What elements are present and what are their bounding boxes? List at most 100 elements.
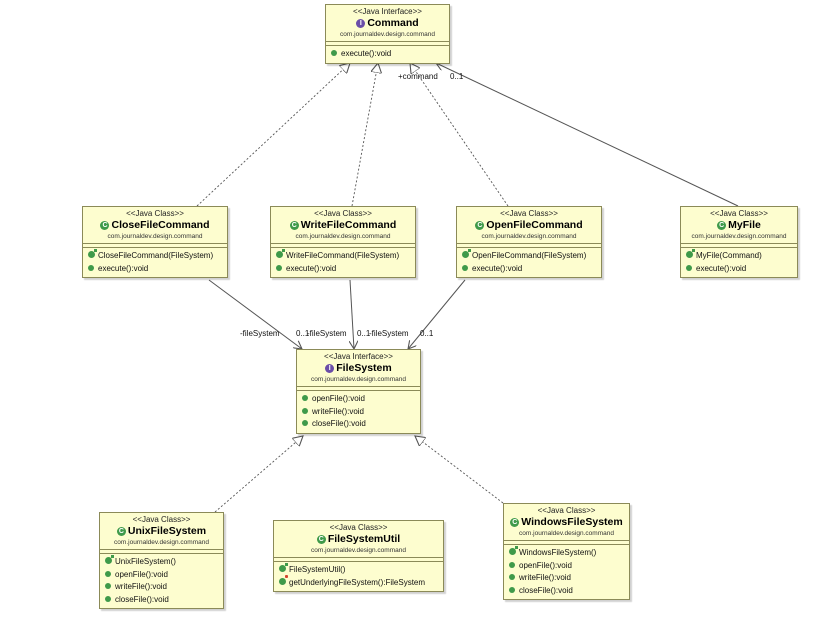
constructor-icon [462,249,471,258]
constructor-item: UnixFileSystem() [100,555,223,569]
public-method-icon [686,264,692,271]
package-label: com.journaldev.design.command [311,547,406,554]
realization-windows-to-filesystem [415,436,504,504]
operations-compartment: execute():void [326,46,449,63]
constructor-icon [276,249,285,258]
stereotype-label: <<Java Interface>> [324,352,393,361]
operations-compartment: WindowsFileSystem() openFile():void writ… [504,545,629,599]
class-name: MyFile [728,219,761,231]
constructor-item: FileSystemUtil() [274,563,443,577]
open-multiplicity-label: 0..1 [420,329,434,338]
interface-icon: I [325,364,335,373]
operation-item: closeFile():void [504,585,629,598]
class-icon: C [116,527,126,536]
class-name: FileSystemUtil [327,533,401,545]
public-method-icon [509,574,515,580]
package-label: com.journaldev.design.command [519,530,614,537]
static-method-icon [279,574,288,585]
association-myfile-to-command [436,63,739,207]
public-method-icon [276,264,282,271]
constructor-icon [509,546,518,555]
close-multiplicity-label: 0..1 [296,329,310,338]
attributes-compartment [457,244,601,248]
class-name: WriteFileCommand [300,219,397,231]
constructor-item: MyFile(Command) [681,249,797,263]
class-icon: C [289,221,299,230]
operation-item: execute():void [271,263,415,276]
stereotype-label: <<Java Class>> [126,209,184,218]
class-icon: C [100,221,110,230]
public-method-icon [462,264,468,271]
class-name: CloseFileCommand [111,219,210,231]
command-role-label: +command [398,72,438,81]
stereotype-label: <<Java Class>> [314,209,372,218]
class-name: FileSystem [336,362,392,374]
write-multiplicity-label: 0..1 [357,329,371,338]
class-icon: C [316,535,326,544]
operations-compartment: CloseFileCommand(FileSystem) execute():v… [83,248,227,277]
operation-item: closeFile():void [100,594,223,607]
package-label: com.journaldev.design.command [481,233,577,240]
operation-item: openFile():void [504,560,629,573]
realization-open-to-command [410,63,509,207]
class-icon: C [717,221,727,230]
attributes-compartment [271,244,415,248]
attributes-compartment [100,550,223,554]
attributes-compartment [297,387,420,391]
public-method-icon [88,264,94,271]
public-method-icon [302,395,308,401]
class-icon: C [510,518,520,527]
interface-icon: I [356,19,366,28]
package-label: com.journaldev.design.command [340,31,435,38]
realization-unix-to-filesystem [214,436,303,513]
operation-item: openFile():void [297,393,420,406]
operation-item: writeFile():void [297,406,420,419]
public-method-icon [105,595,111,602]
attributes-compartment [326,42,449,46]
realization-close-to-command [196,63,350,207]
association-write-to-filesystem [350,279,354,349]
stereotype-label: <<Java Class>> [500,209,558,218]
operations-compartment: FileSystemUtil() getUnderlyingFileSystem… [274,562,443,591]
static-operation-item: getUnderlyingFileSystem():FileSystem [274,574,443,590]
operations-compartment: WriteFileCommand(FileSystem) execute():v… [271,248,415,277]
operations-compartment: MyFile(Command) execute():void [681,248,797,277]
stereotype-label: <<Java Class>> [329,523,388,532]
public-method-icon [105,570,111,577]
public-method-icon [331,50,337,56]
operation-item: writeFile():void [100,581,223,594]
realization-write-to-command [351,63,378,207]
constructor-icon [88,249,97,258]
constructor-item: OpenFileCommand(FileSystem) [457,249,601,263]
stereotype-label: <<Java Class>> [537,506,596,515]
command-multiplicity-label: 0..1 [450,72,464,81]
package-label: com.journaldev.design.command [107,233,203,240]
association-open-to-filesystem [408,279,466,349]
public-method-icon [509,561,515,568]
class-name: WindowsFileSystem [521,516,623,528]
stereotype-label: <<Java Class>> [710,209,768,218]
association-close-to-filesystem [208,279,302,349]
attributes-compartment [681,244,797,248]
package-label: com.journaldev.design.command [691,233,787,240]
operation-item: writeFile():void [504,572,629,585]
